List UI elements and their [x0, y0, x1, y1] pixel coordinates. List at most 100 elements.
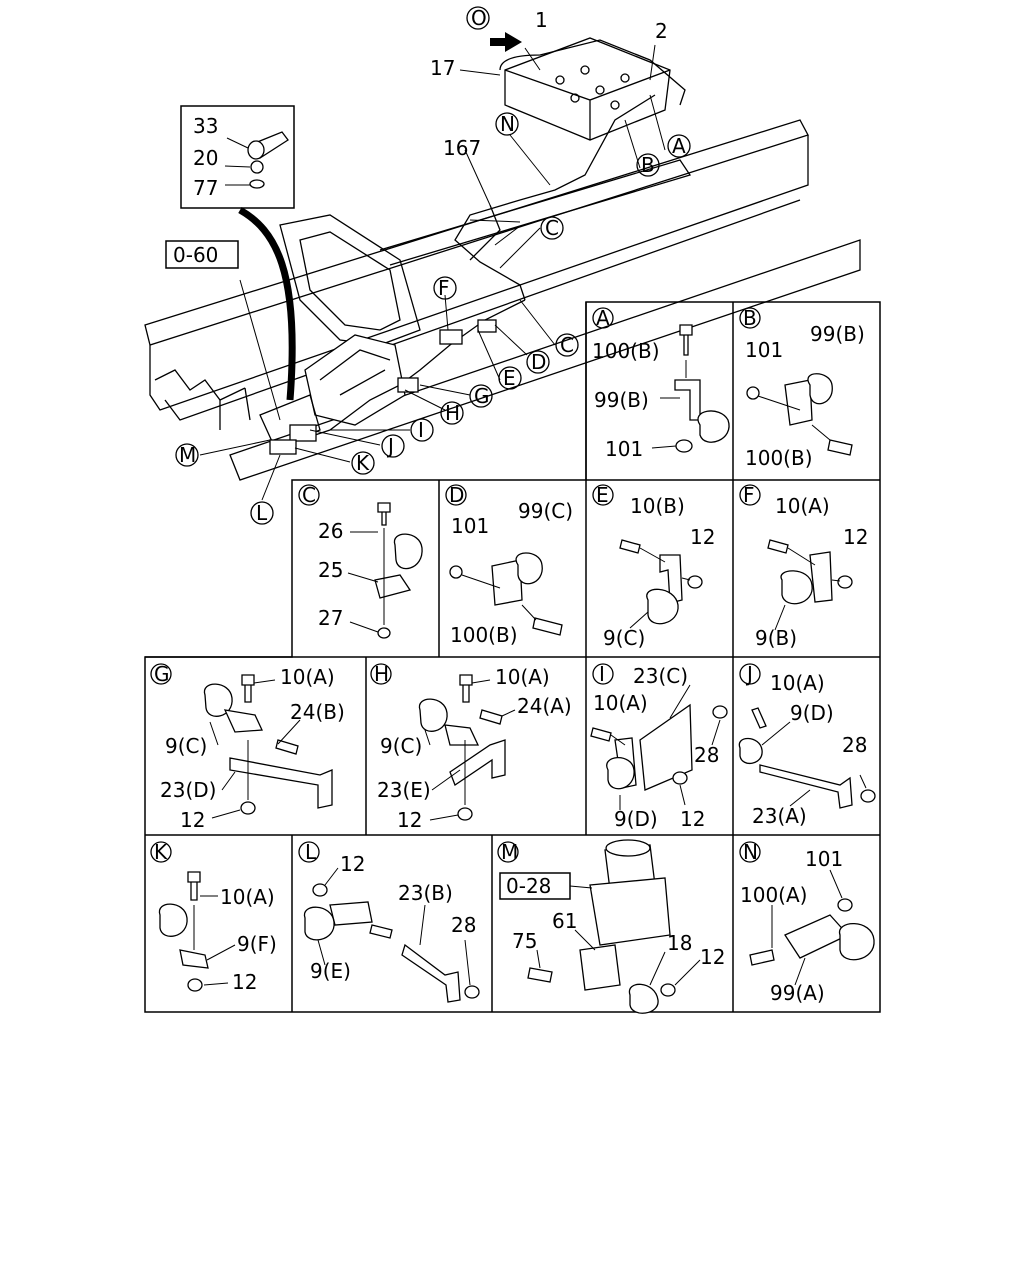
panel-a-letter: A	[596, 306, 610, 330]
panel-j-label-2: 9(D)	[790, 701, 834, 725]
panel-a-label-3: 101	[605, 437, 643, 461]
panel-d-letter: D	[449, 483, 464, 507]
panel-n-label-3: 99(A)	[770, 981, 825, 1005]
panel-i-letter: I	[599, 662, 605, 686]
panel-l-letter: L	[305, 840, 317, 864]
panel-i-label-5: 12	[680, 807, 705, 831]
panel-f-letter: F	[743, 483, 755, 507]
panel-h-label-2: 24(A)	[517, 694, 572, 718]
panel-f-label-2: 12	[843, 525, 868, 549]
panel-c-letter: C	[302, 483, 316, 507]
panel-c-label-3: 27	[318, 606, 343, 630]
panel-d-label-2: 99(C)	[518, 499, 573, 523]
panel-b-label-3: 100(B)	[745, 446, 813, 470]
panel-e-label-3: 9(C)	[603, 626, 645, 650]
panel-m-label-4: 18	[667, 931, 692, 955]
panel-i: I 23(C) 10(A) 28 9(D) 12	[590, 662, 728, 831]
panel-c-label-1: 26	[318, 519, 343, 543]
panel-e: E 10(B) 12 9(C)	[592, 483, 715, 650]
panel-a: A 100(B) 99(B) 101	[592, 306, 730, 461]
panel-m-label-3: 75	[512, 929, 537, 953]
panel-j: J 10(A) 9(D) 28 23(A)	[738, 662, 876, 828]
callout-77: 77	[193, 176, 218, 200]
callout-circle-o	[466, 6, 490, 30]
panel-l-label-3: 28	[451, 913, 476, 937]
panel-c: C 26 25 27	[298, 483, 423, 639]
panel-d-label-1: 101	[451, 514, 489, 538]
panel-g-letter: G	[154, 662, 170, 686]
panel-b-letter: B	[743, 306, 757, 330]
panel-g-label-2: 24(B)	[290, 700, 345, 724]
panel-m-label-1: 0-28	[506, 874, 551, 898]
panel-j-label-3: 28	[842, 733, 867, 757]
panel-j-label-1: 10(A)	[770, 671, 825, 695]
panel-e-label-1: 10(B)	[630, 494, 685, 518]
panel-e-label-2: 12	[690, 525, 715, 549]
panel-k-label-2: 9(F)	[237, 932, 277, 956]
callout-33: 33	[193, 114, 218, 138]
nut-icon	[250, 160, 264, 174]
callout-a: A	[672, 134, 686, 158]
callout-1: 1	[535, 8, 548, 32]
callout-k: K	[356, 451, 370, 475]
panel-n: N 101 100(A) 99(A)	[739, 840, 875, 1005]
panel-b: B 101 99(B) 100(B)	[739, 306, 865, 470]
callout-j: J	[386, 434, 394, 458]
callout-167: 167	[443, 136, 481, 160]
panel-d: D 101 99(C) 100(B)	[445, 483, 573, 647]
chassis-overview	[144, 32, 861, 501]
panel-m-letter: M	[501, 840, 518, 864]
panel-h-letter: H	[374, 662, 389, 686]
panel-c-label-2: 25	[318, 558, 343, 582]
overview-numbers: 1 2 17 167	[430, 8, 668, 160]
panel-j-label-4: 23(A)	[752, 804, 807, 828]
panel-f: F 10(A) 12 9(B)	[739, 483, 868, 650]
panel-a-label-2: 99(B)	[594, 388, 649, 412]
panel-g-label-3: 9(C)	[165, 734, 207, 758]
callout-m: M	[179, 443, 196, 467]
panel-k: K 10(A) 9(F) 12	[150, 840, 277, 994]
callout-f: F	[438, 276, 450, 300]
callout-c-lower: C	[560, 333, 574, 357]
panel-m-label-2: 61	[552, 909, 577, 933]
panel-a-label-1: 100(B)	[592, 339, 660, 363]
panel-l: L 12 23(B) 28 9(E)	[298, 840, 480, 1003]
panel-d-label-3: 100(B)	[450, 623, 518, 647]
panel-k-label-1: 10(A)	[220, 885, 275, 909]
callout-20: 20	[193, 146, 218, 170]
overview-callouts: O A B N C C D E F G H I J K M L	[175, 6, 691, 525]
panel-l-label-2: 23(B)	[398, 881, 453, 905]
ref-0-60: 0-60	[173, 243, 218, 267]
panel-n-label-1: 101	[805, 847, 843, 871]
panel-h: H 10(A) 24(A) 9(C) 23(E) 12	[370, 662, 572, 832]
panel-g: G 10(A) 24(B) 9(C) 23(D) 12	[150, 662, 345, 832]
panel-g-label-1: 10(A)	[280, 665, 335, 689]
panel-k-label-3: 12	[232, 970, 257, 994]
detail-grid	[144, 301, 881, 1013]
panel-n-letter: N	[743, 840, 758, 864]
callout-h: H	[445, 401, 460, 425]
panel-g-label-4: 23(D)	[160, 778, 216, 802]
panel-f-label-1: 10(A)	[775, 494, 830, 518]
panel-i-label-1: 23(C)	[633, 664, 688, 688]
callout-b: B	[641, 153, 655, 177]
callout-g: G	[474, 384, 490, 408]
inset-fittings: 33 20 77	[180, 105, 295, 209]
panel-j-letter: J	[745, 662, 753, 686]
panel-h-label-4: 23(E)	[377, 778, 431, 802]
callout-n: N	[500, 112, 515, 136]
callout-e: E	[503, 366, 516, 390]
callout-2: 2	[655, 19, 668, 43]
panel-h-label-1: 10(A)	[495, 665, 550, 689]
panel-m: M 0-28 61 75 18 12	[497, 839, 725, 1014]
panel-m-label-5: 12	[700, 945, 725, 969]
callout-d: D	[531, 350, 546, 374]
panel-b-label-1: 101	[745, 338, 783, 362]
callout-c-upper: C	[545, 216, 559, 240]
panel-e-letter: E	[596, 483, 609, 507]
callout-l: L	[256, 501, 268, 525]
panel-b-label-2: 99(B)	[810, 322, 865, 346]
panel-n-label-2: 100(A)	[740, 883, 807, 907]
ref-box-0-60: 0-60	[165, 240, 239, 269]
